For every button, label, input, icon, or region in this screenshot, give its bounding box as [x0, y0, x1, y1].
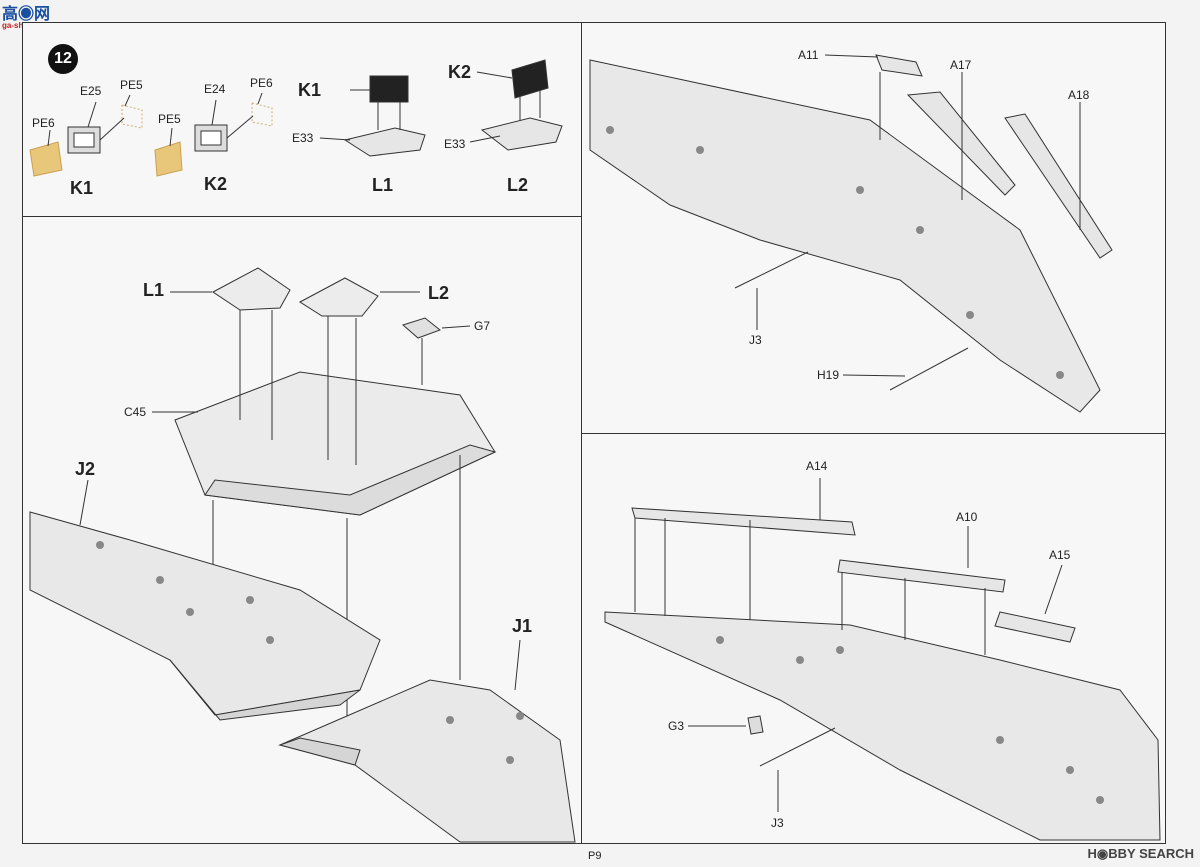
- callout-e25: E25: [80, 84, 102, 98]
- callout-l1-center: L1: [143, 280, 165, 300]
- page-number: P9: [588, 850, 602, 862]
- callout-g3: G3: [668, 719, 685, 733]
- callout-j3-top: J3: [749, 333, 762, 347]
- callout-a15: A15: [1049, 548, 1071, 562]
- callout-pe6: PE6: [32, 116, 55, 130]
- callout-k2-part: K2: [448, 62, 472, 82]
- caption-k2: K2: [204, 174, 228, 194]
- callout-e33: E33: [292, 131, 314, 145]
- panel-subassemblies: [22, 22, 582, 217]
- callout-h19: H19: [817, 368, 840, 382]
- callout-a18: A18: [1068, 88, 1090, 102]
- right-bottom-wing-drawing: [604, 478, 1161, 841]
- callout-j3-bottom: J3: [771, 816, 784, 830]
- step-number-badge: 12: [48, 44, 78, 74]
- callout-pe5: PE5: [120, 78, 143, 92]
- callout-j2: J2: [75, 459, 96, 479]
- callout-a14: A14: [806, 459, 828, 473]
- callout-e33-2: E33: [444, 137, 466, 151]
- right-top-wing-drawing: [589, 54, 1113, 413]
- k2-drawing: [154, 92, 273, 177]
- caption-l2: L2: [507, 175, 529, 195]
- callout-g7: G7: [474, 319, 491, 333]
- center-fuselage-drawing: [152, 267, 497, 745]
- l1-drawing: [319, 75, 426, 157]
- watermark: H◉BBY SEARCH: [1087, 846, 1194, 861]
- callout-j1: J1: [512, 616, 533, 636]
- caption-l1: L1: [372, 175, 394, 195]
- wing-j1-drawing: [278, 639, 576, 843]
- rivet-pattern: [96, 126, 1104, 804]
- callout-a17: A17: [950, 58, 972, 72]
- callout-l2-center: L2: [428, 283, 450, 303]
- callout-pe6-2: PE6: [250, 76, 273, 90]
- logo-glyph: 高◉网: [2, 6, 51, 23]
- callout-pe5-2: PE5: [158, 112, 181, 126]
- wing-j2-drawing: [29, 479, 381, 721]
- k1-drawing: [29, 94, 143, 177]
- callout-k1-part: K1: [298, 80, 322, 100]
- callout-a11: A11: [798, 48, 819, 62]
- callout-a10: A10: [956, 510, 978, 524]
- callout-c45: C45: [124, 405, 147, 419]
- l2-drawing: [469, 59, 563, 151]
- caption-k1: K1: [70, 178, 94, 198]
- callout-e24: E24: [204, 82, 226, 96]
